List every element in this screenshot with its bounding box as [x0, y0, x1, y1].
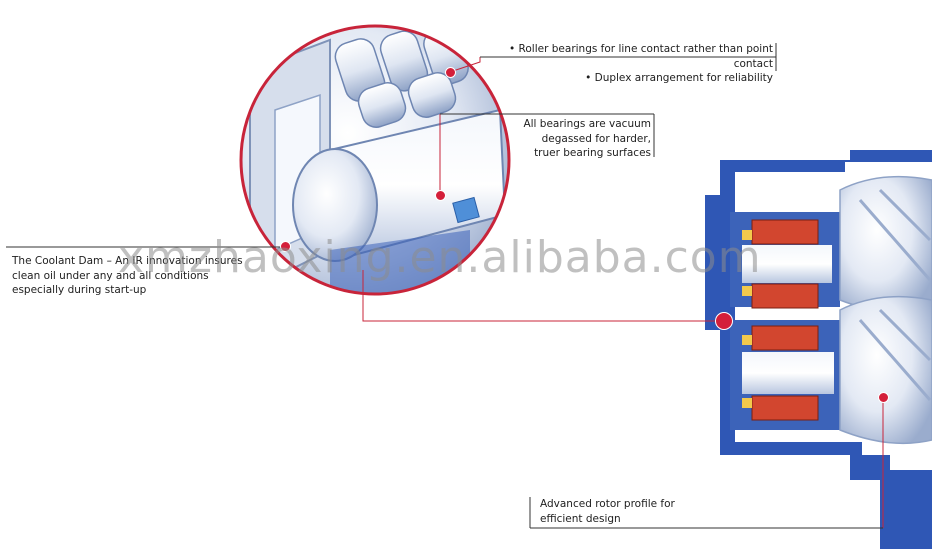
coolant-callout-line-3: especially during start-up — [12, 284, 147, 296]
rotor-callout-line-1: Advanced rotor profile for — [540, 498, 675, 510]
roller-callout-line-2: • Duplex arrangement for reliability — [585, 72, 773, 84]
watermark: xmzhaoxing.en.alibaba.com — [118, 232, 762, 283]
magnifier-anchor-marker — [715, 312, 733, 330]
coolant-dam-callout: The Coolant Dam – An IR innovation insur… — [12, 254, 252, 298]
magnified-bearing-detail — [241, 26, 509, 294]
vacuum-callout-line-1: All bearings are vacuum — [523, 118, 651, 130]
vacuum-degassed-callout: All bearings are vacuum degassed for har… — [500, 117, 651, 161]
red-leader-lines — [362, 57, 884, 528]
coolant-dam-marker — [280, 241, 291, 252]
roller-callout-line-1: • Roller bearings for line contact rathe… — [509, 43, 773, 70]
vacuum-callout-line-3: truer bearing surfaces — [534, 147, 651, 159]
rotor-callout-line-2: efficient design — [540, 512, 621, 525]
coolant-callout-line-1: The Coolant Dam – An IR innovation insur… — [12, 255, 243, 267]
rotor-profile-marker — [878, 392, 889, 403]
vacuum-callout-line-2: degassed for harder, — [541, 132, 651, 145]
compressor-cross-section — [705, 150, 932, 549]
coolant-callout-line-2: clean oil under any and all conditions — [12, 269, 209, 282]
callout-bracket-lines — [6, 43, 883, 529]
roller-bearing-callout: • Roller bearings for line contact rathe… — [470, 42, 773, 86]
rotor-profile-callout: Advanced rotor profile for efficient des… — [540, 497, 740, 526]
roller-bearing-marker — [445, 67, 456, 78]
magnifier-ring — [239, 24, 511, 296]
vacuum-bearing-marker — [435, 190, 446, 201]
